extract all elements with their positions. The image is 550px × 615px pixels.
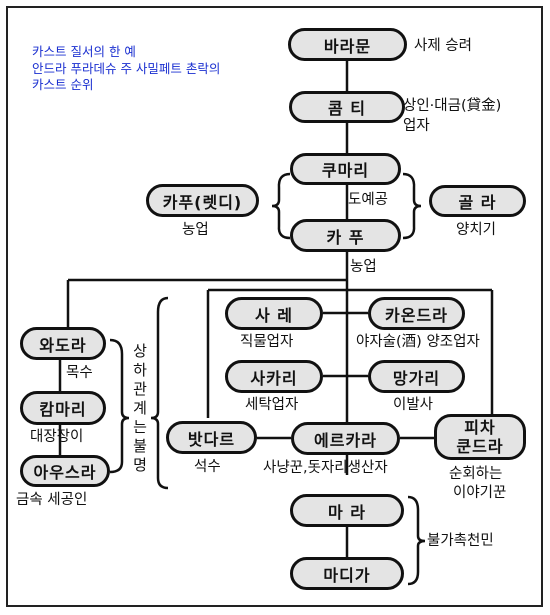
label-sakari: 세탁업자 <box>245 397 299 413</box>
label-bulgachok: 불가촉천민 <box>427 533 494 549</box>
node-kaondra: 카온드라 <box>368 297 465 330</box>
label-batdare: 석수 <box>194 459 221 475</box>
node-erukara: 에르카라 <box>291 422 400 455</box>
diagram-caption: 카스트 질서의 한 예 안드라 푸라데슈 주 사밀페트 촌락의 카스트 순위 <box>32 44 220 94</box>
label-picha-1: 순회하는 <box>449 466 503 482</box>
caption-line-3: 카스트 순위 <box>32 77 94 92</box>
node-madiga: 마디가 <box>290 557 404 590</box>
label-vertical-note: 상하관계는 불명 <box>133 342 147 474</box>
node-batdare: 밧다르 <box>166 421 257 454</box>
node-kammari: 캄마리 <box>20 391 106 425</box>
diagram-frame <box>6 6 543 607</box>
label-baramun: 사제 승려 <box>414 38 472 54</box>
label-ausra: 금속 세공인 <box>16 492 88 508</box>
label-mangari: 이발사 <box>393 397 434 413</box>
label-wadora: 목수 <box>66 365 93 381</box>
label-kapu-reddi: 농업 <box>182 222 209 238</box>
node-mara: 마 라 <box>290 494 404 527</box>
caption-line-1: 카스트 질서의 한 예 <box>32 44 136 59</box>
label-komti-1: 상인·대금(貸金) <box>403 98 502 114</box>
label-kapu: 농업 <box>350 259 377 275</box>
label-picha-2: 이야기꾼 <box>453 485 507 501</box>
node-kapu: 카 푸 <box>290 219 401 252</box>
node-komti: 콤 티 <box>289 91 405 123</box>
label-golla: 양치기 <box>456 222 497 238</box>
node-mangari: 망가리 <box>368 360 465 393</box>
node-kumari: 쿠마리 <box>290 153 401 185</box>
label-komti-2: 업자 <box>403 118 430 134</box>
label-kammari: 대장장이 <box>30 429 84 445</box>
node-sale: 사 레 <box>225 297 323 330</box>
node-kapu-reddi: 카푸(렛디) <box>146 184 259 217</box>
node-picha-kundra: 피차 쿤드라 <box>434 414 526 460</box>
label-kaondra: 야자술(酒) 양조업자 <box>356 334 480 350</box>
node-golla: 골 라 <box>429 185 526 217</box>
node-sakari: 사카리 <box>225 360 323 393</box>
node-ausra: 아우스라 <box>20 455 110 487</box>
caption-line-2: 안드라 푸라데슈 주 사밀페트 촌락의 <box>32 60 221 76</box>
label-sale: 직물업자 <box>240 334 294 350</box>
node-wadora: 와도라 <box>20 327 106 360</box>
label-erukara: 사냥꾼,돗자리생산자 <box>263 460 388 476</box>
node-baramun: 바라문 <box>288 28 407 61</box>
label-dowegong: 도예공 <box>348 192 389 208</box>
